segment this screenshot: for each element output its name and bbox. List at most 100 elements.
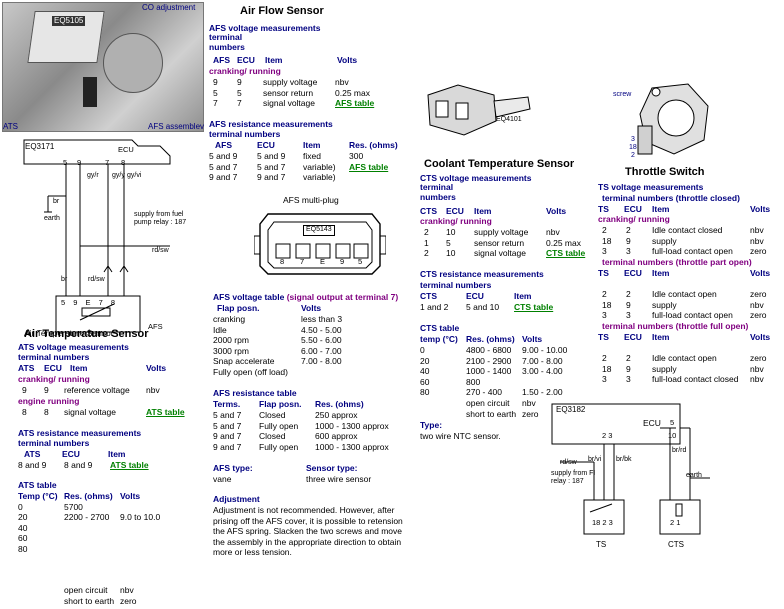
afs-table-link[interactable]: AFS table (349, 161, 389, 172)
ats-table-link[interactable]: ATS table (146, 407, 185, 417)
ts-tn-closed: terminal numbers (throttle closed) (602, 193, 740, 203)
afs-circuit-diagram (23, 139, 171, 333)
plug-pin: 7 (300, 257, 305, 266)
ecu-eq: EQ3182 (556, 405, 586, 414)
ts-tn-full: terminal numbers (throttle full open) (602, 321, 749, 331)
cts-box-pins: 2 1 (670, 518, 681, 527)
ats-engine-running: engine running (18, 396, 80, 406)
adjustment-title: Adjustment (213, 494, 260, 504)
wire-label: gy/vi (127, 172, 142, 179)
ats-res-terminal: terminal numbers (18, 438, 90, 448)
afs-volt-title: AFS voltage measurements (209, 23, 321, 33)
cts-terminal-numbers: terminal numbers (420, 182, 456, 202)
throttle-switch-photo (637, 83, 709, 155)
table-row: 80 (18, 543, 28, 554)
afs-cranking: cranking/ running (209, 66, 281, 76)
wire-label: br/bk (616, 456, 632, 463)
supply-label: supply from fuel pump relay : 187 (134, 211, 187, 226)
ecu-label: ECU (643, 418, 661, 428)
cts-table-link[interactable]: CTS table (514, 302, 554, 312)
wire-label: br (53, 198, 60, 205)
earth-label: earth (44, 215, 60, 222)
plug-pin: 8 (280, 257, 285, 266)
afs-diagram-pin: 7 (105, 158, 110, 167)
cts-table-header: temp (°C)Res. (ohms)Volts (420, 334, 543, 344)
afs-res-title: AFS resistance measurements (209, 119, 333, 129)
afs-vt-title-line: AFS voltage table (signal output at term… (213, 292, 399, 302)
ats-table-title: ATS table (18, 480, 57, 490)
ts-box-label: TS (596, 540, 607, 549)
plug-pin: 9 (340, 257, 345, 266)
table-row: 60 (18, 533, 28, 544)
cts-volt-title: CTS voltage measurements (420, 173, 532, 183)
cts-table-link[interactable]: CTS table (546, 248, 586, 258)
afs-rt-header: Terms.Flap posn.Res. (ohms) (213, 399, 364, 409)
afs-vt-header: Flap posn.Volts (217, 303, 322, 313)
rdsw-label: rd/sw (152, 247, 169, 254)
cts-res-title: CTS resistance measurements (420, 269, 544, 279)
afs-diagram-pin: 9 (77, 158, 82, 167)
ecu-earth: earth (686, 472, 702, 479)
afs-assembly-label: AFS assemblev (148, 122, 205, 131)
cts-box-label: CTS (668, 540, 684, 549)
ecu-circuit-diagram (551, 403, 710, 535)
sensor-type-value: three wire sensor (306, 474, 372, 484)
ecu-supply: supply from FI relay : 187 (551, 470, 596, 485)
throttle-title: Throttle Switch (625, 166, 705, 178)
ecu-pin10: 10 (668, 431, 677, 440)
ats-label: ATS (3, 122, 18, 131)
ts-volt-title: TS voltage measurements (598, 182, 704, 192)
ts-tn-part: terminal numbers (throttle part open) (602, 257, 752, 267)
ats-table-link[interactable]: ATS table (110, 460, 149, 470)
ts-box-pins: 18 2 3 (592, 518, 613, 527)
wire-label: gy/y (112, 172, 125, 179)
cts-table-title: CTS table (420, 323, 460, 333)
air-temp-title-text: Air Temperature Sensor (24, 328, 149, 340)
ats-res-title: ATS resistance measurements (18, 428, 142, 438)
cts-type-value: two wire NTC sensor. (420, 431, 501, 441)
adjustment-text: Adjustment is not recommended. However, … (213, 505, 403, 558)
afs-table-link[interactable]: AFS table (335, 98, 375, 108)
cts-type-label: Type: (420, 420, 443, 430)
table-row: 40 (18, 522, 28, 533)
ats-volt-title: ATS voltage measurements (18, 342, 129, 352)
